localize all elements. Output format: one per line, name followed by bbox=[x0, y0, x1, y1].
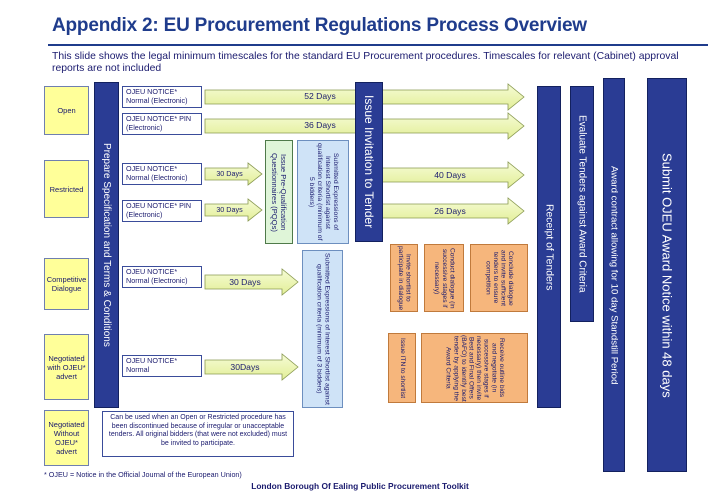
ojeu-notice-open-pin: OJEU NOTICE* PIN (Electronic) bbox=[122, 113, 202, 135]
label-36-days: 36 Days bbox=[304, 120, 336, 130]
procedure-open: Open bbox=[44, 86, 89, 135]
arrow-30-days-restricted-pin bbox=[204, 198, 263, 222]
column-shortlist-dialogue: Submitted Expressions of Interest Shortl… bbox=[302, 250, 343, 408]
column-issue-pqq: Issue Pre-Qualification Questionnaires (… bbox=[265, 140, 293, 244]
footer: London Borough Of Ealing Public Procurem… bbox=[251, 481, 469, 491]
step-receive-bids: Receive outline bids and negotiate (in s… bbox=[421, 333, 528, 403]
title-rule bbox=[48, 44, 708, 46]
column-submit-award-notice: Submit OJEU Award Notice within 48 days bbox=[647, 78, 687, 472]
label-26-days: 26 Days bbox=[434, 206, 466, 216]
procedure-competitive-dialogue: Competitive Dialogue bbox=[44, 258, 89, 310]
column-receipt-of-tenders: Receipt of Tenders bbox=[537, 86, 561, 408]
label-52-days: 52 Days bbox=[304, 91, 336, 101]
ojeu-notice-restricted-normal: OJEU NOTICE* Normal (Electronic) bbox=[122, 163, 202, 185]
step-issue-itn: Issue ITN to shortlist bbox=[388, 333, 416, 403]
arrow-26-days bbox=[359, 197, 525, 225]
page-subtitle: This slide shows the legal minimum times… bbox=[52, 51, 679, 74]
procedure-restricted: Restricted bbox=[44, 160, 89, 218]
page-title: Appendix 2: EU Procurement Regulations P… bbox=[52, 15, 587, 36]
ojeu-notice-dialogue-normal: OJEU NOTICE* Normal (Electronic) bbox=[122, 266, 202, 288]
ojeu-notice-restricted-pin: OJEU NOTICE* PIN (Electronic) bbox=[122, 200, 202, 222]
procedure-negotiated-without-advert: Negotiated Without OJEU* advert bbox=[44, 410, 89, 466]
label-30-days-c: 30 Days bbox=[229, 277, 261, 287]
arrow-30-days-dialogue bbox=[204, 268, 299, 296]
step-conclude-dialogue: Conclude dialogue and invite sufficient … bbox=[470, 244, 528, 312]
label-30-days-b: 30 Days bbox=[216, 205, 243, 214]
step-invite-shortlist: Invite shortlist to participate in dialo… bbox=[390, 244, 418, 312]
column-award-contract: Award contract allowing for 10 day Stand… bbox=[603, 78, 625, 472]
label-30-days-d: 30Days bbox=[230, 362, 260, 372]
note-negotiated-without-advert: Can be used when an Open or Restricted p… bbox=[102, 411, 294, 457]
ojeu-notice-open-normal: OJEU NOTICE* Normal (Electronic) bbox=[122, 86, 202, 108]
arrow-30-days-negotiated bbox=[204, 353, 299, 381]
column-prepare-specification: Prepare Specification and Terms & Condit… bbox=[94, 82, 119, 408]
ojeu-notice-negotiated-normal: OJEU NOTICE* Normal bbox=[122, 355, 202, 377]
procedure-negotiated-with-advert: Negotiated with OJEU* advert bbox=[44, 334, 89, 400]
label-40-days: 40 Days bbox=[434, 170, 466, 180]
column-shortlist-restricted: Submitted Expressions of Interest Shortl… bbox=[297, 140, 349, 244]
label-30-days-a: 30 Days bbox=[216, 169, 243, 178]
arrow-30-days-restricted-normal bbox=[204, 162, 263, 186]
arrow-40-days bbox=[359, 161, 525, 189]
column-issue-itt: Issue Invitation to Tender bbox=[355, 82, 383, 242]
step-conduct-dialogue: Conduct dialogue (in successive stages i… bbox=[424, 244, 464, 312]
column-evaluate-tenders: Evaluate Tenders against Award Criteria bbox=[570, 86, 594, 322]
footnote: * OJEU = Notice in the Official Journal … bbox=[44, 470, 242, 479]
